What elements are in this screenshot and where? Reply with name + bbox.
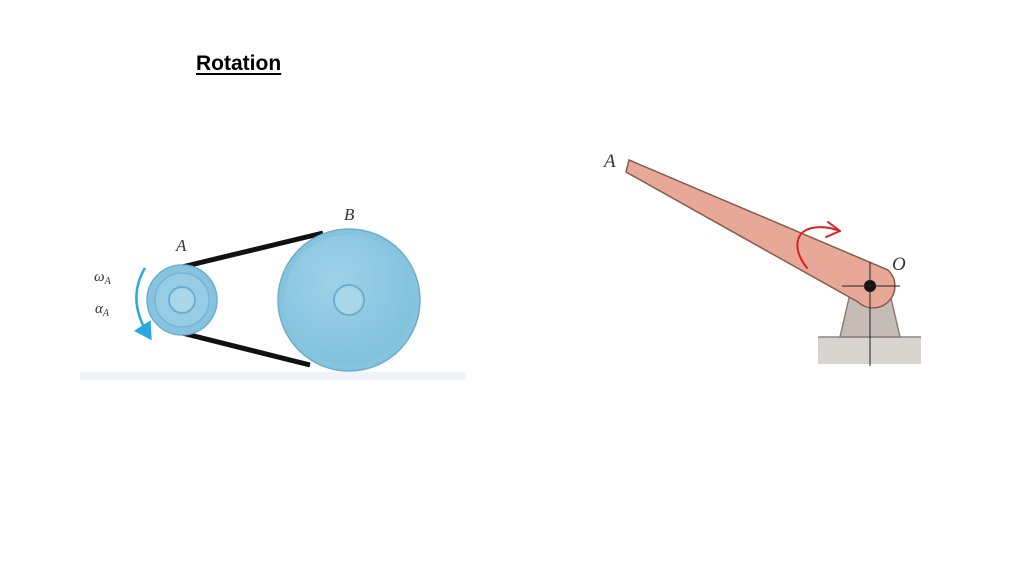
belt-lower — [181, 330, 311, 368]
rod-diagram: A O — [602, 151, 921, 366]
pulley-a-label: A — [175, 236, 187, 255]
pulley-ground-shadow — [80, 372, 465, 380]
belt-upper — [181, 230, 324, 270]
pivot-label: O — [892, 254, 906, 275]
rotation-arrowhead-icon — [825, 221, 841, 238]
pulley-diagram: A B ωA αA — [80, 205, 465, 380]
omega-label: ωA — [94, 269, 112, 287]
pulley-b-hub — [333, 284, 365, 316]
angular-motion-arrow — [133, 267, 152, 341]
rod — [625, 158, 896, 309]
rod-end-label: A — [602, 151, 616, 172]
pulley-b — [277, 228, 421, 372]
slide-title: Rotation — [196, 52, 282, 75]
alpha-label: αA — [95, 301, 110, 319]
rotation-arrow-icon — [796, 226, 841, 269]
pulley-a — [146, 264, 218, 336]
pulley-a-hub — [168, 286, 196, 314]
pulley-b-label: B — [344, 205, 355, 224]
